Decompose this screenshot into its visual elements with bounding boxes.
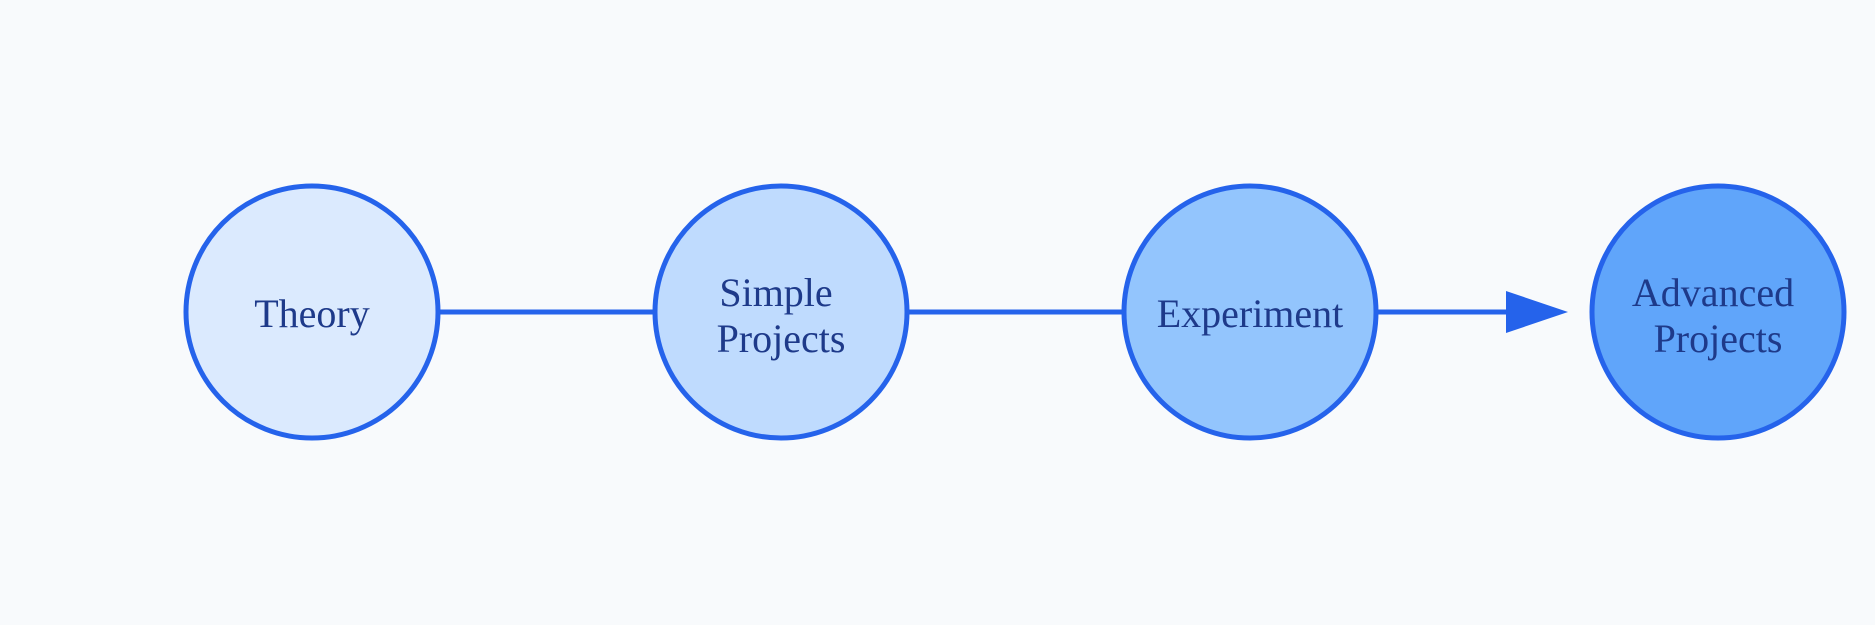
edge-experiment-to-advanced-projects <box>1376 291 1568 333</box>
arrowhead-icon <box>1506 291 1568 333</box>
node-label-line: Theory <box>254 291 370 336</box>
node-label: Advanced Projects <box>1632 270 1804 361</box>
node-label-line: Experiment <box>1157 291 1344 336</box>
node-circle <box>1589 183 1847 441</box>
node-theory: Theory <box>183 183 441 441</box>
node-circle <box>1121 183 1379 441</box>
node-circle <box>183 183 441 441</box>
node-label: Simple Projects <box>717 270 846 361</box>
node-label: Experiment <box>1157 291 1344 336</box>
node-label-line: Advanced <box>1632 270 1794 315</box>
node-simple-projects: Simple Projects <box>652 183 910 441</box>
node-label: Theory <box>254 291 370 336</box>
node-experiment: Experiment <box>1121 183 1379 441</box>
node-label-line: Projects <box>717 316 846 361</box>
node-circle <box>652 183 910 441</box>
node-label-line: Projects <box>1654 316 1783 361</box>
node-advanced-projects: Advanced Projects <box>1589 183 1847 441</box>
node-label-line: Simple <box>719 270 832 315</box>
